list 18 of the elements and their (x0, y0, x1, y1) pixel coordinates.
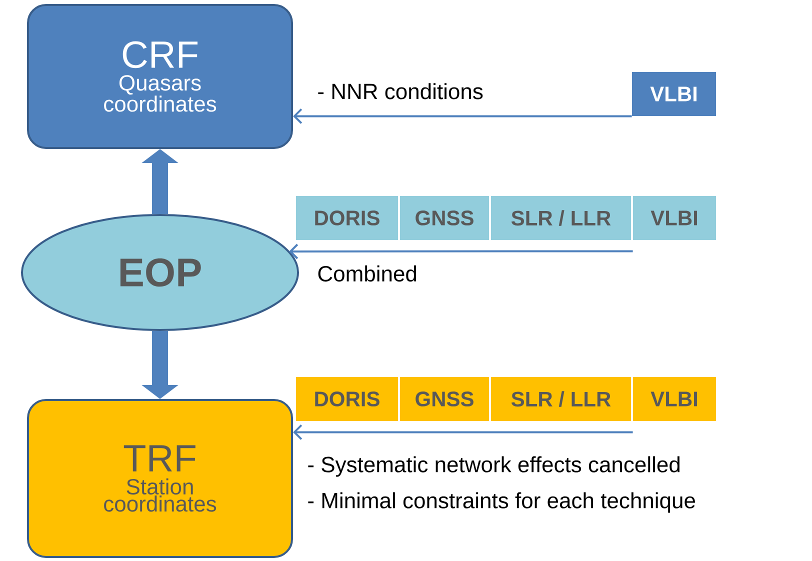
technique-cell: DORIS (296, 196, 398, 240)
note-text: - Systematic network effects cancelled (308, 456, 680, 477)
technique-cell: SLR / LLR (491, 196, 631, 240)
arrow (293, 424, 633, 440)
technique-cell: GNSS (400, 196, 489, 240)
technique-cell: VLBI (632, 72, 716, 116)
technique-cell: VLBI (633, 196, 716, 240)
arrow (289, 244, 633, 260)
technique-cell: SLR / LLR (491, 377, 631, 421)
arrow (293, 108, 632, 124)
edge-label: Combined (318, 265, 416, 282)
frame-box: TRF Station coordinates (27, 399, 293, 558)
edge-label: - NNR conditions (318, 83, 483, 100)
technique-cell: GNSS (400, 377, 489, 421)
technique-cell: DORIS (296, 377, 398, 421)
technique-cell: VLBI (633, 377, 716, 421)
frame-box: CRF Quasars coordinates (27, 4, 293, 149)
note-text: - Minimal constraints for each technique (308, 492, 695, 513)
